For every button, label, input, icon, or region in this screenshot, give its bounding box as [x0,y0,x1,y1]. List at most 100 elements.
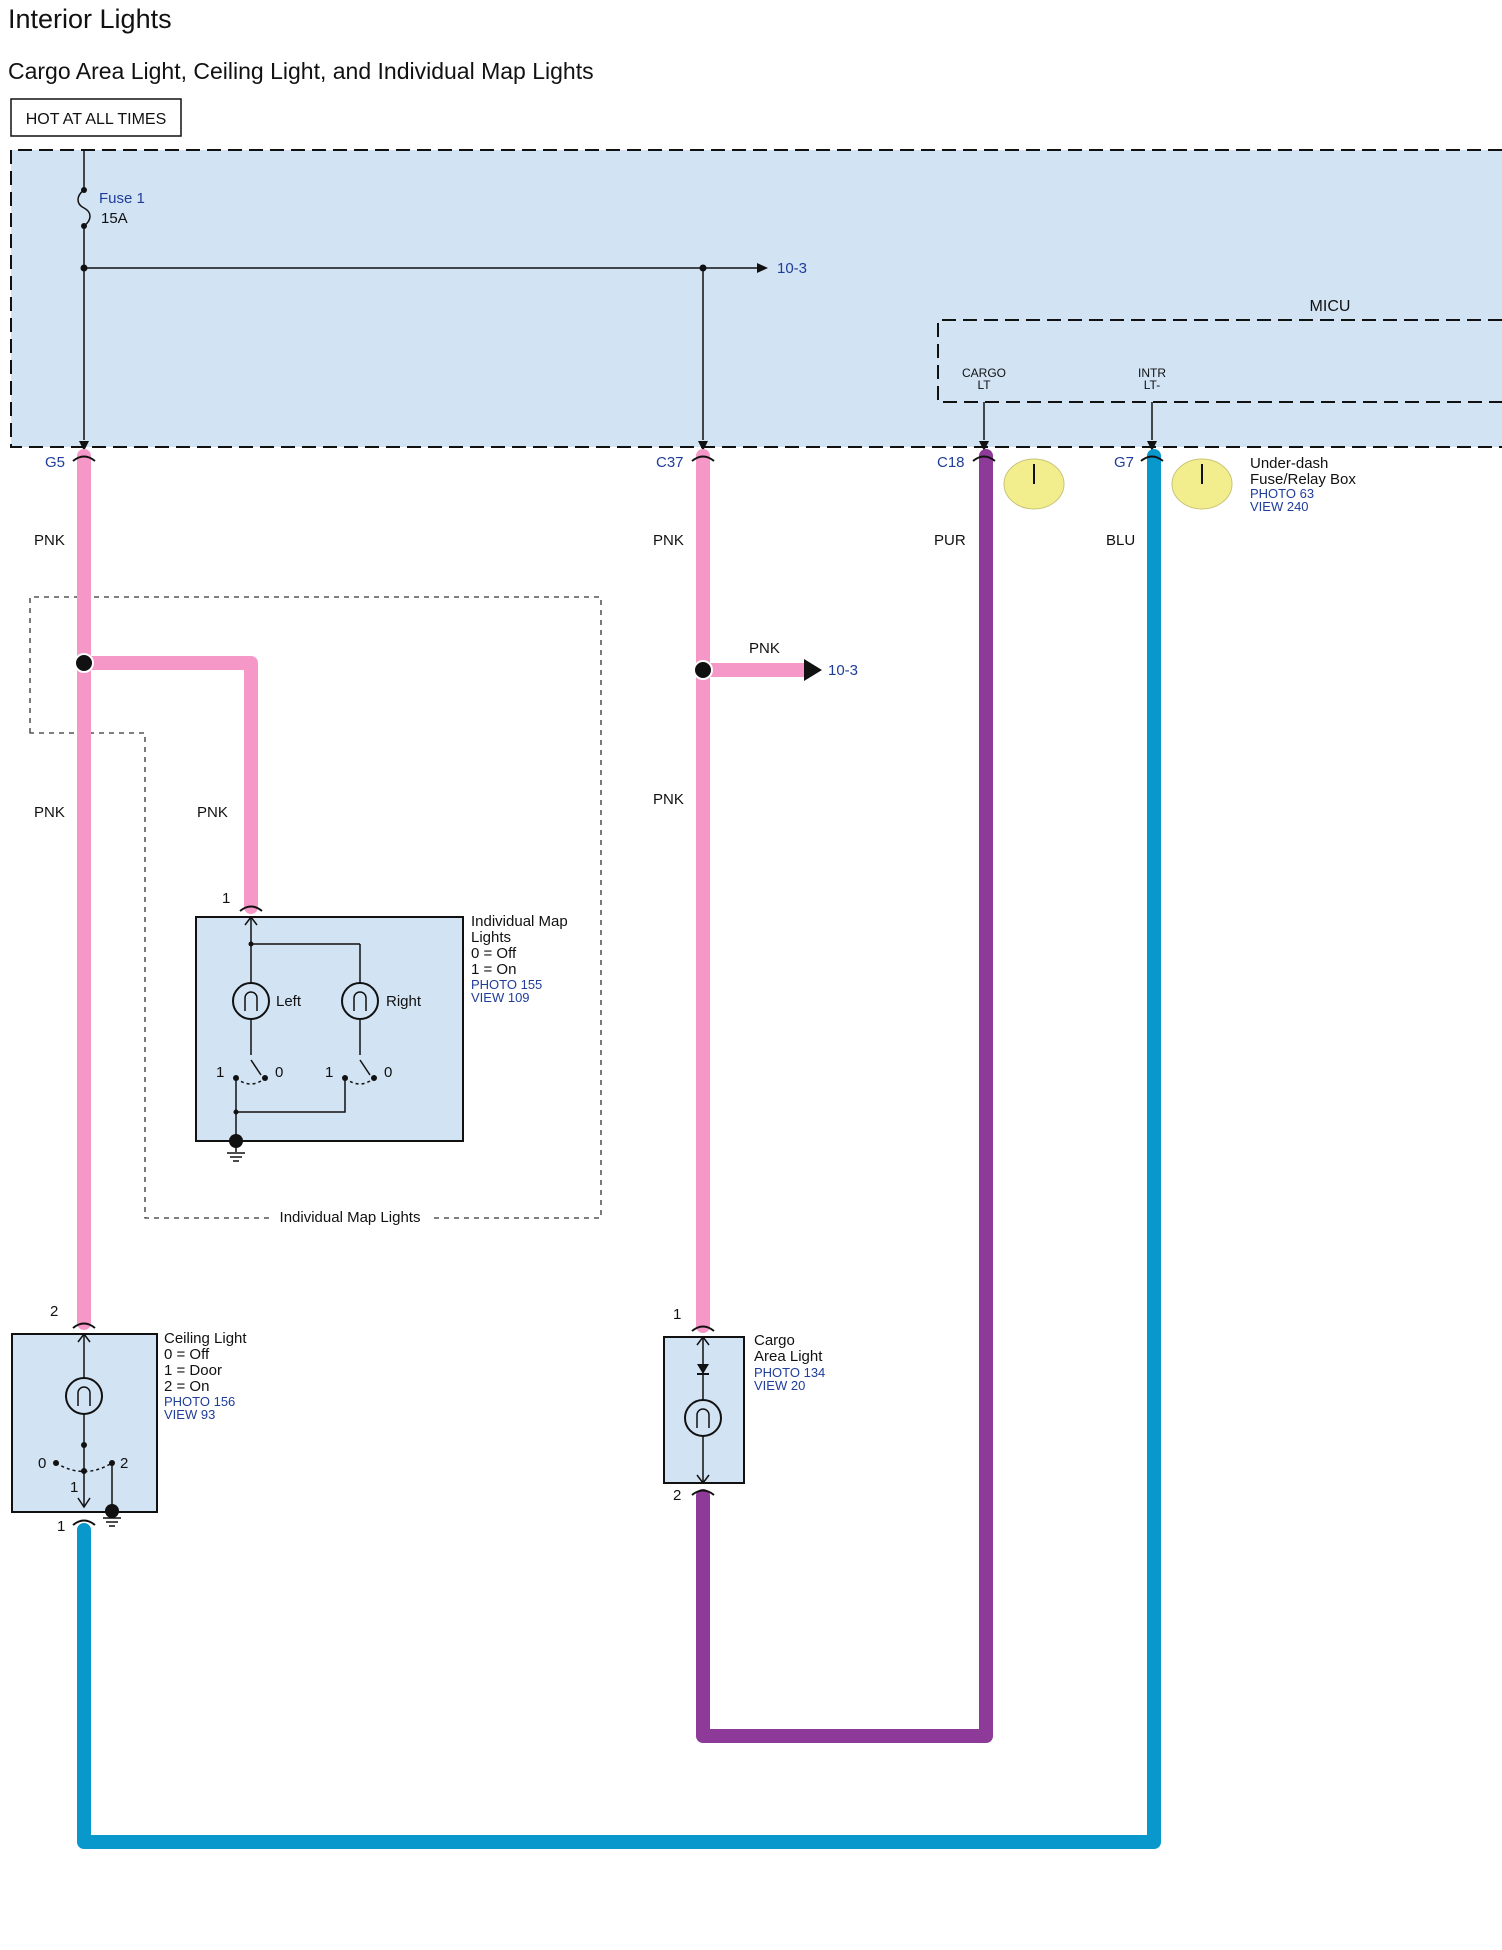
map-right-switch-blade [359,1059,371,1076]
ceiling-light-state1: 1 = Door [164,1362,222,1379]
fuse-symbol [77,189,91,227]
map-lights-box [195,916,464,1142]
splice-c37 [693,660,713,680]
connector-c37: C37 [656,454,684,471]
fuse-relay-box-border [10,149,1502,448]
map-ground-bus [236,1078,346,1113]
power-label-box [10,98,182,137]
micu-label: MICU [1310,298,1351,315]
fuse-box-view: VIEW 240 [1250,499,1309,514]
map-right-sw-1-dot [342,1075,348,1081]
bus-ref: 10-3 [777,260,807,277]
fuse-box-name-line1: Under-dash [1250,455,1328,472]
map-lights-photo: PHOTO 155 [471,977,542,992]
map-lights-area-label-bg [270,1207,430,1227]
wire-map-pnk [77,656,258,914]
map-lights-title-line1: Individual Map [471,913,568,930]
map-lights-area-label: Individual Map Lights [280,1209,421,1226]
micu-cargo-lt-line2: LT [977,378,991,392]
label-g5-pnk: PNK [34,532,65,549]
label-c37-pnk: PNK [653,532,684,549]
c18-arrow [979,441,989,451]
map-left-sw-0: 0 [275,1064,283,1081]
ceiling-light-title: Ceiling Light [164,1330,247,1347]
c37-cup [691,455,715,462]
fuse-relay-box [11,150,1502,447]
map-lights-state1: 1 = On [471,961,516,978]
map-bus-junction [248,941,254,947]
page-title: Interior Lights [8,4,172,34]
fuse-box-name-line2: Fuse/Relay Box [1250,471,1356,488]
wire-c18-pur [696,449,993,1743]
ceiling-light-view: VIEW 93 [164,1407,215,1422]
map-lights-cup [239,905,263,912]
ceiling-sw-2: 2 [120,1455,128,1472]
ceiling-light-state0: 0 = Off [164,1346,210,1363]
map-left-sw-0-dot [262,1075,268,1081]
map-lights-pin: 1 [222,890,230,907]
label-c18-pur: PUR [934,532,966,549]
micu-intr-lt-line1: INTR [1138,366,1166,380]
map-right-switch-arc [344,1077,375,1085]
cargo-diode-icon [697,1364,709,1374]
fuse-box-photo: PHOTO 63 [1250,486,1314,501]
cargo-light-view: VIEW 20 [754,1378,805,1393]
g7-arrow [1147,441,1157,451]
label-c37-lower-pnk: PNK [653,791,684,808]
ceiling-switch-arrow [77,1497,91,1509]
connector-g5: G5 [45,454,65,471]
map-lights-title-line2: Lights [471,929,511,946]
fuse-name: Fuse 1 [99,190,145,207]
micu-box [937,319,1502,403]
map-left-sw-1: 1 [216,1064,224,1081]
ceiling-light-bottom-cup [72,1519,96,1526]
ceiling-light-pin-top: 2 [50,1303,58,1320]
g5-arrow [79,441,89,451]
map-left-sw-1-dot [233,1075,239,1081]
map-ground-junction [233,1109,239,1115]
splice-g5 [74,653,94,673]
cargo-light-bottom-cup [691,1489,715,1496]
ceiling-light-top-cup [72,1322,96,1329]
ceiling-sw-0: 0 [38,1455,46,1472]
ceiling-light-photo: PHOTO 156 [164,1394,235,1409]
ceiling-light-pin-bottom: 1 [57,1518,65,1535]
connector-g7: G7 [1114,454,1134,471]
cargo-light-title-line1: Cargo [754,1332,795,1349]
map-right-sw-1: 1 [325,1064,333,1081]
ceiling-light-state2: 2 = On [164,1378,209,1395]
map-lights-state0: 0 = Off [471,945,517,962]
cargo-light-top-cup [691,1325,715,1332]
ceiling-switch-pivot [81,1442,87,1448]
ceiling-sw-0-dot [53,1460,59,1466]
map-lights-view: VIEW 109 [471,990,530,1005]
map-ground-terminal [229,1134,243,1148]
branch-arrow [804,659,822,681]
g7-cup [1140,455,1164,462]
cargo-bulb-filament [696,1408,710,1428]
connector-c18: C18 [937,454,965,471]
map-left-switch-arc [235,1077,266,1085]
label-g7-blu: BLU [1106,532,1135,549]
fuse-rating: 15A [101,210,128,227]
map-left-switch-blade [250,1059,262,1076]
wire-g7-blu [77,449,1161,1849]
ceiling-bulb-filament [77,1386,91,1406]
ceiling-sw-2-dot [109,1460,115,1466]
label-left-pnk: PNK [34,804,65,821]
power-label: HOT AT ALL TIMES [26,111,167,128]
map-left-label: Left [276,993,302,1010]
cargo-light-pin-bottom: 2 [673,1487,681,1504]
cargo-light-box [663,1336,745,1484]
page-subtitle: Cargo Area Light, Ceiling Light, and Ind… [8,58,594,84]
cargo-light-title-line2: Area Light [754,1348,823,1365]
map-right-label: Right [386,993,422,1010]
map-right-sw-0-dot [371,1075,377,1081]
ceiling-sw-1-dot [81,1468,87,1474]
map-right-sw-0: 0 [384,1064,392,1081]
ceiling-sw-1: 1 [70,1479,78,1496]
micu-cargo-lt-line1: CARGO [962,366,1006,380]
c37-arrow [698,441,708,451]
g5-cup [72,455,96,462]
